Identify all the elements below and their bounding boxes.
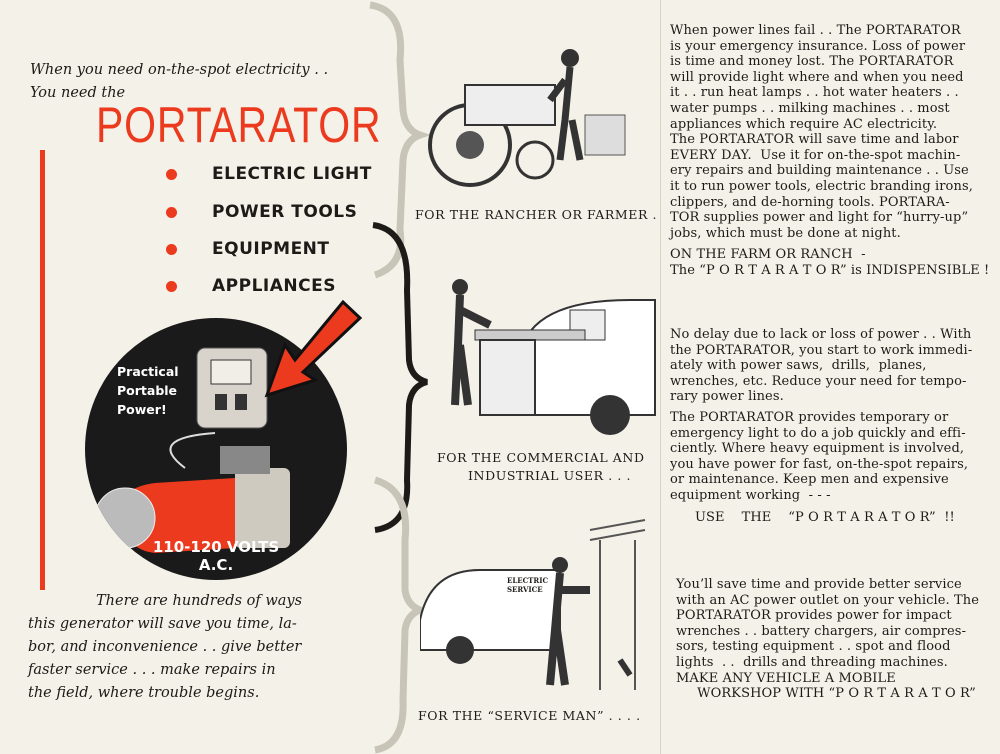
brace-bottom <box>373 476 430 754</box>
paragraph-line: bor, and inconvenience . . give better <box>28 639 302 655</box>
caption-commercial-2: INDUSTRIAL USER . . . <box>468 468 632 483</box>
feature-electric-light: ELECTRIC LIGHT <box>166 162 396 186</box>
paragraph-line: this generator will save you time, la- <box>28 616 297 632</box>
feature-power-tools: POWER TOOLS <box>166 200 396 224</box>
service-truck-illustration <box>420 519 646 690</box>
badge-line: Power! <box>117 402 167 417</box>
red-arrow-icon <box>264 300 363 398</box>
feature-appliances: APPLIANCES <box>166 274 396 298</box>
farm-tagline: ON THE FARM OR RANCH - The “P O R T A R … <box>670 247 990 278</box>
brand-title: PORTARATOR <box>96 97 382 153</box>
caption-commercial-1: FOR THE COMMERCIAL AND <box>437 450 645 465</box>
generator-icon <box>94 347 290 553</box>
bullet-icon <box>166 168 177 180</box>
voltage-line-1: 110-120 VOLTS <box>152 538 280 556</box>
intro-line-1: When you need on-the-spot electricity . … <box>30 62 329 78</box>
generator-illustration: Practical Portable Power! 110-120 VOLTS … <box>85 318 347 580</box>
page-fold <box>660 0 661 754</box>
feature-equipment: EQUIPMENT <box>166 237 396 261</box>
truck-sign: ELECTRIC SERVICE <box>507 576 549 594</box>
farm-description: When power lines fail . . The PORTARATOR… <box>670 23 973 241</box>
brace-decorations <box>369 1 432 754</box>
commercial-description-2: The PORTARATOR provides temporary or eme… <box>670 410 969 503</box>
commercial-workbench-illustration <box>451 279 656 435</box>
paragraph-line: the field, where trouble begins. <box>28 685 260 701</box>
commercial-tagline: USE THE “P O R T A R A T O R” !! <box>695 510 955 525</box>
commercial-description-1: No delay due to lack or loss of power . … <box>670 327 973 405</box>
farmer-tractor-illustration <box>428 49 626 187</box>
bullet-icon <box>166 243 177 255</box>
badge-line: Practical <box>117 364 179 379</box>
badge-text: Practical Portable Power! <box>117 362 179 419</box>
badge-line: Portable <box>117 383 178 398</box>
bullet-icon <box>166 280 177 292</box>
paragraph-line: There are hundreds of ways <box>96 593 303 609</box>
patent-note: Pat. Pend. <box>283 565 317 573</box>
intro-paragraph: There are hundreds of ways this generato… <box>28 590 328 705</box>
brace-middle <box>372 222 428 533</box>
bullet-icon <box>166 206 177 218</box>
caption-farmer: FOR THE RANCHER OR FARMER . <box>415 207 658 222</box>
service-description: You’ll save time and provide better serv… <box>676 577 980 702</box>
intro-line-2: You need the <box>30 85 126 101</box>
voltage-line-2: A.C. <box>198 556 234 574</box>
red-accent-bar <box>40 150 45 590</box>
caption-service-man: FOR THE “SERVICE MAN” . . . . <box>418 708 641 723</box>
paragraph-line: faster service . . . make repairs in <box>28 662 276 678</box>
